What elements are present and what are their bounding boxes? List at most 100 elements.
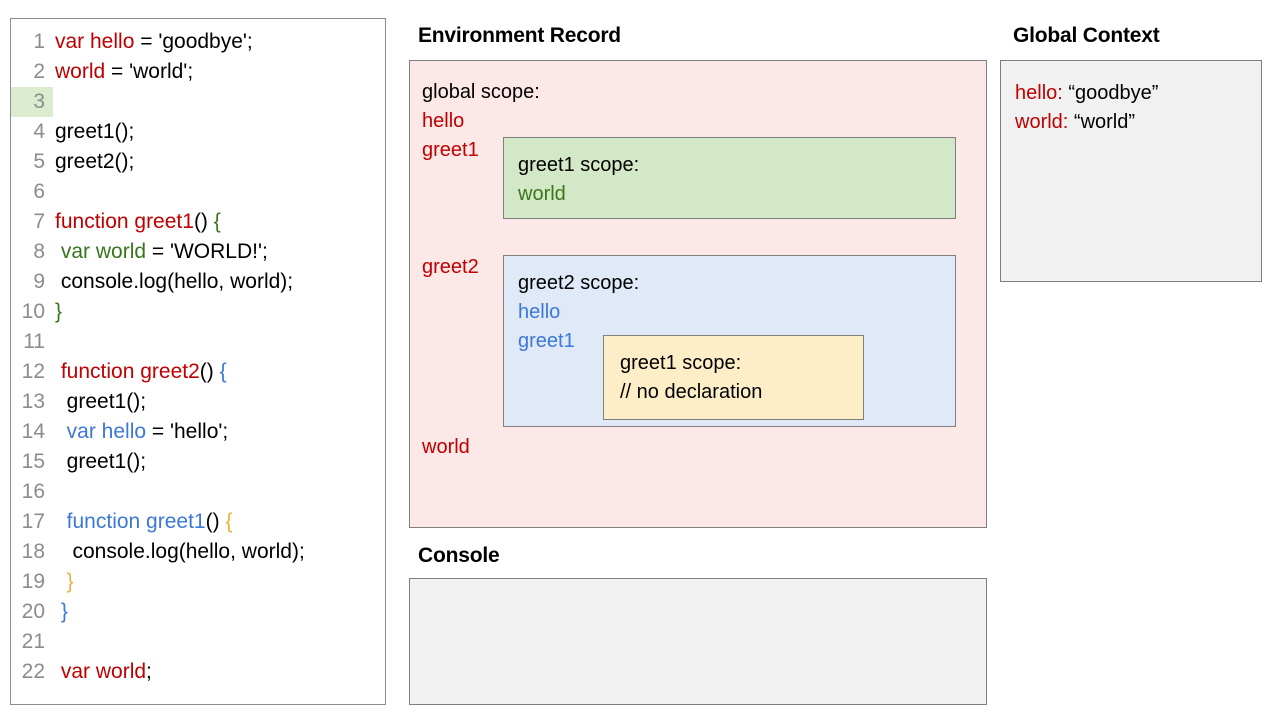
global-binding-greet2: greet2 xyxy=(422,256,479,278)
global-context-title: Global Context xyxy=(1013,24,1160,47)
code-token: () xyxy=(205,510,226,533)
code-line[interactable]: 19 } xyxy=(11,567,385,597)
code-line[interactable]: 6 xyxy=(11,177,385,207)
line-source: function greet2() { xyxy=(53,357,227,387)
line-source: world = 'world'; xyxy=(53,57,193,87)
code-token: () xyxy=(193,210,214,233)
console-panel[interactable] xyxy=(409,578,987,705)
line-number: 14 xyxy=(21,420,45,443)
code-token: { xyxy=(219,360,227,383)
line-number: 10 xyxy=(21,300,45,323)
line-number: 9 xyxy=(33,270,45,293)
line-source: } xyxy=(53,297,62,327)
line-number: 22 xyxy=(21,660,45,683)
global-scope-box: global scope: hello greet1 greet2 world … xyxy=(409,60,987,528)
global-scope-heading: global scope: xyxy=(422,81,540,103)
line-number: 20 xyxy=(21,600,45,623)
global-context-entry-list: hello: “goodbye” world: “world” xyxy=(1015,79,1158,137)
line-number: 16 xyxy=(21,480,45,503)
line-source: var hello = 'hello'; xyxy=(53,417,229,447)
code-token xyxy=(55,570,67,593)
code-token: = 'goodbye'; xyxy=(134,30,253,53)
global-binding-hello: hello xyxy=(422,110,465,132)
code-token: } xyxy=(60,600,68,623)
line-number: 6 xyxy=(33,180,45,203)
line-source: console.log(hello, world); xyxy=(53,537,305,567)
greet1-binding-world: world xyxy=(518,183,566,205)
global-context-entry-key: hello: xyxy=(1015,82,1063,104)
environment-record-title: Environment Record xyxy=(418,24,621,47)
line-number: 5 xyxy=(33,150,45,173)
line-number: 12 xyxy=(21,360,45,383)
code-line[interactable]: 3 xyxy=(11,87,385,117)
code-token: function greet1 xyxy=(66,510,206,533)
greet1-scope-heading: greet1 scope: xyxy=(518,154,640,176)
line-number: 19 xyxy=(21,570,45,593)
code-line[interactable]: 21 xyxy=(11,627,385,657)
line-number: 21 xyxy=(21,630,45,653)
global-context-entry: world: “world” xyxy=(1015,108,1158,137)
line-number: 7 xyxy=(33,210,45,233)
line-source: } xyxy=(53,597,68,627)
line-source: greet1(); xyxy=(53,447,146,477)
line-number: 18 xyxy=(21,540,45,563)
code-line[interactable]: 22 var world; xyxy=(11,657,385,687)
code-token: = 'WORLD!'; xyxy=(146,240,268,263)
code-line[interactable]: 13 greet1(); xyxy=(11,387,385,417)
code-token: var world xyxy=(60,660,147,683)
code-token: var hello xyxy=(55,30,135,53)
code-token: greet2(); xyxy=(55,150,135,173)
code-line[interactable]: 8 var world = 'WORLD!'; xyxy=(11,237,385,267)
code-line[interactable]: 16 xyxy=(11,477,385,507)
greet2-binding-hello: hello xyxy=(518,301,561,323)
code-token: { xyxy=(225,510,233,533)
code-line[interactable]: 5 greet2(); xyxy=(11,147,385,177)
code-token: greet1(); xyxy=(55,120,135,143)
code-line[interactable]: 18 console.log(hello, world); xyxy=(11,537,385,567)
greet1-inner-scope-note: // no declaration xyxy=(620,381,763,403)
code-line[interactable]: 7 function greet1() { xyxy=(11,207,385,237)
greet2-scope-heading: greet2 scope: xyxy=(518,272,640,294)
line-number: 13 xyxy=(21,390,45,413)
line-source: var world = 'WORLD!'; xyxy=(53,237,268,267)
code-line[interactable]: 11 xyxy=(11,327,385,357)
line-source: greet1(); xyxy=(53,387,146,417)
code-token: function greet2 xyxy=(60,360,200,383)
greet1-inner-scope-heading: greet1 scope: xyxy=(620,352,742,374)
greet2-scope-box: greet2 scope: hello greet1 greet1 scope:… xyxy=(503,255,956,427)
code-token xyxy=(55,420,67,443)
code-line[interactable]: 10} xyxy=(11,297,385,327)
code-token xyxy=(55,510,67,533)
line-number: 17 xyxy=(21,510,45,533)
code-token: world xyxy=(55,60,106,83)
global-context-entry-value: “goodbye” xyxy=(1062,82,1159,104)
code-line[interactable]: 12 function greet2() { xyxy=(11,357,385,387)
global-context-entry-key: world: xyxy=(1015,111,1069,133)
console-title: Console xyxy=(418,544,500,567)
line-source: var hello = 'goodbye'; xyxy=(53,27,253,57)
code-line[interactable]: 20 } xyxy=(11,597,385,627)
line-number: 8 xyxy=(33,240,45,263)
code-line[interactable]: 1 var hello = 'goodbye'; xyxy=(11,27,385,57)
code-line[interactable]: 9 console.log(hello, world); xyxy=(11,267,385,297)
code-token: } xyxy=(66,570,74,593)
code-token: function greet1 xyxy=(55,210,194,233)
code-line[interactable]: 14 var hello = 'hello'; xyxy=(11,417,385,447)
line-number: 1 xyxy=(33,30,45,53)
code-token: var hello xyxy=(66,420,147,443)
code-line[interactable]: 17 function greet1() { xyxy=(11,507,385,537)
line-number: 11 xyxy=(23,330,45,353)
code-token: { xyxy=(213,210,221,233)
code-line[interactable]: 15 greet1(); xyxy=(11,447,385,477)
line-source: greet1(); xyxy=(53,117,134,147)
greet1-scope-box: greet1 scope: world xyxy=(503,137,956,219)
code-token: console.log(hello, world); xyxy=(55,270,294,293)
code-token: } xyxy=(55,300,63,323)
line-source: var world; xyxy=(53,657,152,687)
code-token: var world xyxy=(60,240,147,263)
code-token: greet1(); xyxy=(55,450,147,473)
